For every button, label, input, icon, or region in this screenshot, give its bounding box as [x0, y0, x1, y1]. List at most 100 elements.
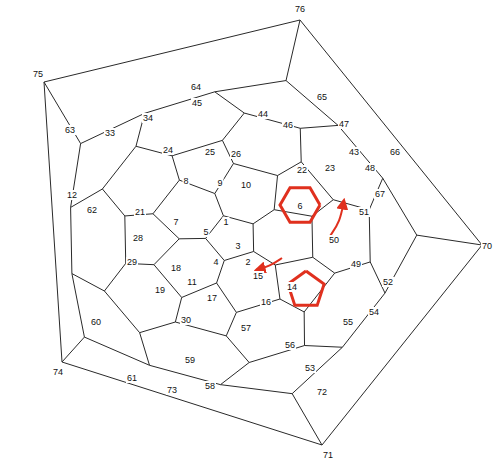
- bond-line: [145, 92, 215, 114]
- bond-line: [102, 189, 124, 216]
- bond-line: [417, 235, 482, 245]
- bond-line: [215, 92, 245, 113]
- bond-line: [62, 362, 322, 445]
- bond-line: [172, 156, 179, 180]
- vertex-number: 75: [32, 69, 44, 79]
- bond-line: [217, 283, 237, 312]
- vertex-number: 52: [382, 277, 394, 287]
- vertex-number: 22: [296, 165, 308, 175]
- highlight-marks: [256, 188, 344, 306]
- bond-line: [104, 291, 139, 333]
- vertex-number: 49: [350, 259, 362, 269]
- bond-line: [342, 293, 385, 347]
- bond-line: [44, 82, 81, 144]
- vertex-number: 50: [328, 235, 340, 245]
- vertex-number: 18: [170, 263, 182, 273]
- bond-line: [286, 20, 300, 81]
- vertex-number: 46: [282, 120, 294, 130]
- vertex-number: 4: [212, 257, 219, 267]
- vertex-number: 6: [296, 201, 303, 211]
- vertex-number: 54: [368, 307, 380, 317]
- bond-line: [44, 20, 300, 82]
- vertex-number: 60: [90, 317, 102, 327]
- bond-line: [140, 322, 176, 333]
- bond-line: [338, 125, 383, 178]
- rotation-arrow: [330, 200, 344, 236]
- bond-line: [102, 146, 136, 189]
- vertex-number: 43: [348, 147, 360, 157]
- vertex-number: 11: [186, 277, 197, 287]
- vertex-number: 67: [374, 189, 386, 199]
- vertex-number: 72: [316, 387, 328, 397]
- vertex-number: 30: [180, 315, 192, 325]
- vertex-number: 56: [284, 340, 296, 350]
- vertex-number: 66: [389, 147, 401, 157]
- vertex-number: 19: [154, 285, 166, 295]
- bond-line: [313, 257, 335, 273]
- bond-line: [249, 346, 304, 363]
- vertex-number: 5: [202, 227, 209, 237]
- bond-line: [236, 299, 280, 312]
- bond-line: [72, 274, 85, 338]
- vertex-number: 61: [126, 373, 138, 383]
- vertex-number: 24: [162, 145, 174, 155]
- vertex-number: 63: [64, 125, 76, 135]
- vertex-number: 48: [364, 163, 376, 173]
- vertex-number: 53: [304, 363, 316, 373]
- bond-line: [215, 164, 234, 194]
- bond-line: [305, 346, 343, 348]
- vertex-number: 14: [286, 282, 298, 292]
- vertex-number: 74: [52, 367, 64, 377]
- bond-line: [72, 274, 104, 291]
- vertex-number: 59: [184, 355, 196, 365]
- vertex-number: 45: [191, 98, 203, 108]
- bond-line: [154, 239, 179, 265]
- bond-line: [275, 265, 280, 299]
- rotation-arrow: [256, 258, 282, 270]
- vertex-number: 73: [166, 385, 178, 395]
- bond-line: [253, 224, 255, 252]
- vertex-number: 23: [324, 163, 336, 173]
- vertex-number: 16: [260, 297, 272, 307]
- bond-line: [226, 336, 249, 363]
- vertex-number: 55: [342, 317, 354, 327]
- bond-line: [322, 245, 482, 445]
- vertex-number: 3: [234, 241, 241, 251]
- vertex-number: 34: [142, 113, 154, 123]
- bond-line: [300, 20, 482, 245]
- bond-line: [153, 180, 179, 214]
- bond-line: [140, 333, 150, 366]
- bond-line: [233, 164, 277, 176]
- bond-line: [153, 214, 179, 239]
- bond-line: [215, 194, 224, 216]
- bond-line: [220, 363, 249, 385]
- bond-line: [104, 263, 125, 291]
- bond-line: [81, 113, 145, 143]
- vertex-number: 15: [252, 271, 264, 281]
- vertex-number: 47: [338, 119, 350, 129]
- highlight-hexagon: [280, 188, 320, 223]
- bond-line: [300, 125, 338, 128]
- vertex-number: 57: [240, 323, 252, 333]
- vertex-number: 26: [230, 149, 242, 159]
- vertex-number: 1: [222, 217, 229, 227]
- vertex-number: 33: [104, 128, 116, 138]
- bond-line: [44, 82, 62, 362]
- vertex-number: 2: [244, 257, 251, 267]
- bond-line: [304, 312, 305, 346]
- vertex-number: 71: [322, 450, 334, 460]
- bond-line: [274, 210, 312, 217]
- vertex-number: 70: [481, 241, 493, 251]
- vertex-number: 17: [206, 293, 218, 303]
- vertex-number: 7: [172, 217, 179, 227]
- bond-line: [84, 337, 149, 365]
- vertex-number: 8: [182, 176, 189, 186]
- bond-line: [215, 81, 286, 92]
- vertex-number: 65: [316, 92, 328, 102]
- bond-line: [220, 385, 292, 394]
- bond-line: [311, 216, 313, 257]
- bond-line: [71, 207, 72, 273]
- bond-line: [286, 81, 338, 126]
